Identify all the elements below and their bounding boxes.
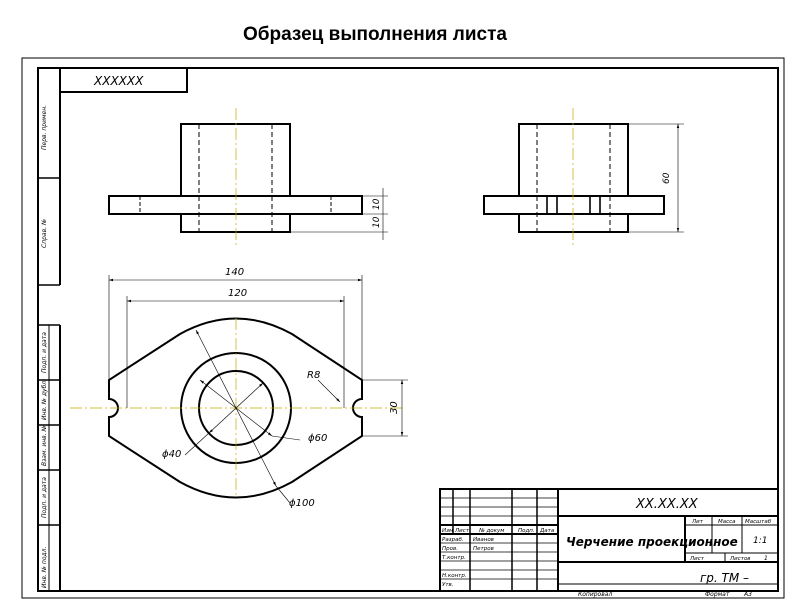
copied-label: Копировал xyxy=(578,591,612,598)
dim-flange-10a: 10 xyxy=(372,198,382,210)
side-field-label: Перв. примен. xyxy=(41,105,48,150)
side-field-label: Взам. инв. № xyxy=(41,425,48,466)
role-tech-control: Т.контр. xyxy=(442,555,466,561)
col-header-date: Дата xyxy=(539,528,555,534)
sheet-frame xyxy=(37,67,779,592)
role-developer: Разраб. xyxy=(442,537,464,543)
role-norm-control: Н.контр. xyxy=(442,573,467,579)
sheets-value: 1 xyxy=(764,555,768,562)
side-strip: Перв. примен. Справ. № Подп. и дата Инв.… xyxy=(38,105,60,591)
dim-dia-60: ϕ60 xyxy=(308,433,327,444)
dim-width-120: 120 xyxy=(228,288,247,299)
side-field-label: Инв. № дубл. xyxy=(41,379,48,420)
corner-stamp-text: XXXXXX xyxy=(93,74,144,88)
scale-label: Масштаб xyxy=(745,519,772,525)
dim-width-140: 140 xyxy=(225,267,244,278)
dim-flange-10b: 10 xyxy=(372,216,382,228)
sheet-label: Лист xyxy=(689,556,705,562)
side-field-label: Подп. и дата xyxy=(41,332,48,373)
front-view xyxy=(108,108,388,246)
sheet-outer-border xyxy=(21,57,785,599)
checker-name: Петров xyxy=(473,546,494,552)
title-name: Черчение проекционное xyxy=(566,535,738,549)
title-block xyxy=(439,488,779,592)
developer-name: Иванов xyxy=(473,537,494,543)
side-field-label: Справ. № xyxy=(41,219,48,248)
role-approved: Утв. xyxy=(442,582,454,588)
col-header-sign: Подп. xyxy=(518,528,535,534)
title-designation: XX.XX.XX xyxy=(635,497,699,512)
title-group: гр. ТМ – xyxy=(700,571,749,585)
scale-value: 1:1 xyxy=(753,536,767,546)
role-checker: Пров. xyxy=(442,546,458,552)
dim-slot-30: 30 xyxy=(389,401,400,414)
mass-label: Масса xyxy=(718,519,736,525)
format-label: Формат xyxy=(705,591,730,598)
page-title: Образец выполнения листа xyxy=(243,24,507,45)
top-view xyxy=(70,275,408,504)
side-field-label: Подп. и дата xyxy=(41,477,48,518)
side-field-label: Инв. № подл. xyxy=(41,547,48,588)
corner-stamp: XXXXXX xyxy=(59,67,188,93)
side-view xyxy=(483,108,684,246)
sheets-label: Листов xyxy=(729,556,751,562)
col-header-doc: № докум xyxy=(478,528,504,534)
col-header-list: Лист xyxy=(454,528,470,534)
dim-radius-r8: R8 xyxy=(307,370,320,381)
dim-dia-100: ϕ100 xyxy=(289,498,315,509)
dim-dia-40: ϕ40 xyxy=(162,449,181,460)
format-value: А3 xyxy=(743,591,752,598)
lit-label: Лит xyxy=(691,519,704,525)
dim-height-60: 60 xyxy=(662,172,672,184)
col-header-izm: Изм xyxy=(442,528,453,534)
